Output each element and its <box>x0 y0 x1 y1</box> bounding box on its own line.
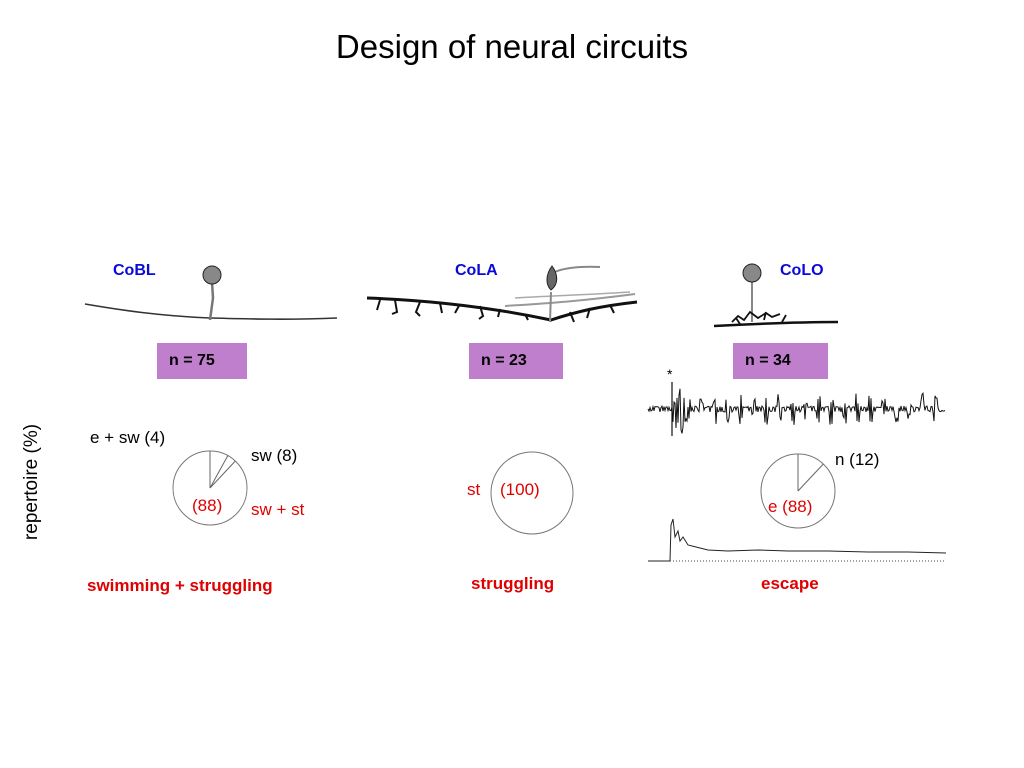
pie-outline <box>490 451 574 535</box>
neuron-drawing-cobl <box>84 265 338 321</box>
pie-slice-boundary <box>209 460 236 489</box>
neuron-label-colo: CoLO <box>780 262 824 279</box>
stimulus-asterisk: * <box>667 366 673 382</box>
n-count-box-cola: n = 23 <box>469 343 563 379</box>
pie-label-88: (88) <box>192 496 223 515</box>
behavior-label-cobl: swimming + struggling <box>87 576 273 595</box>
page-title: Design of neural circuits <box>335 28 689 65</box>
neuron-label-cola: CoLA <box>455 262 498 279</box>
voltage-trace <box>648 518 947 562</box>
neuron-label-cobl: CoBL <box>113 262 156 279</box>
n-count-box-colo: n = 34 <box>733 343 828 379</box>
y-axis-label: repertoire (%) <box>21 423 42 541</box>
pie-chart-cola <box>490 451 574 535</box>
pie-label-e-sw: e + sw (4) <box>90 428 166 447</box>
neuron-drawing-cola <box>366 265 638 323</box>
pie-label-100: (100) <box>500 480 540 499</box>
pie-label-e: e (88) <box>768 497 813 516</box>
spike-trace <box>647 382 946 436</box>
pie-slice-boundary <box>797 463 824 492</box>
n-count-box-cobl: n = 75 <box>157 343 247 379</box>
behavior-label-cola: struggling <box>471 574 555 593</box>
pie-label-sw-st: sw + st <box>251 500 305 519</box>
pie-chart-cobl <box>172 450 248 526</box>
pie-label-n: n (12) <box>835 450 880 469</box>
pie-label-sw: sw (8) <box>251 446 298 465</box>
neuron-drawing-colo <box>713 263 839 328</box>
pie-chart-colo <box>760 453 836 529</box>
pie-slice-boundary <box>209 455 229 489</box>
behavior-label-colo: escape <box>761 574 819 593</box>
pie-label-st: st <box>467 480 481 499</box>
